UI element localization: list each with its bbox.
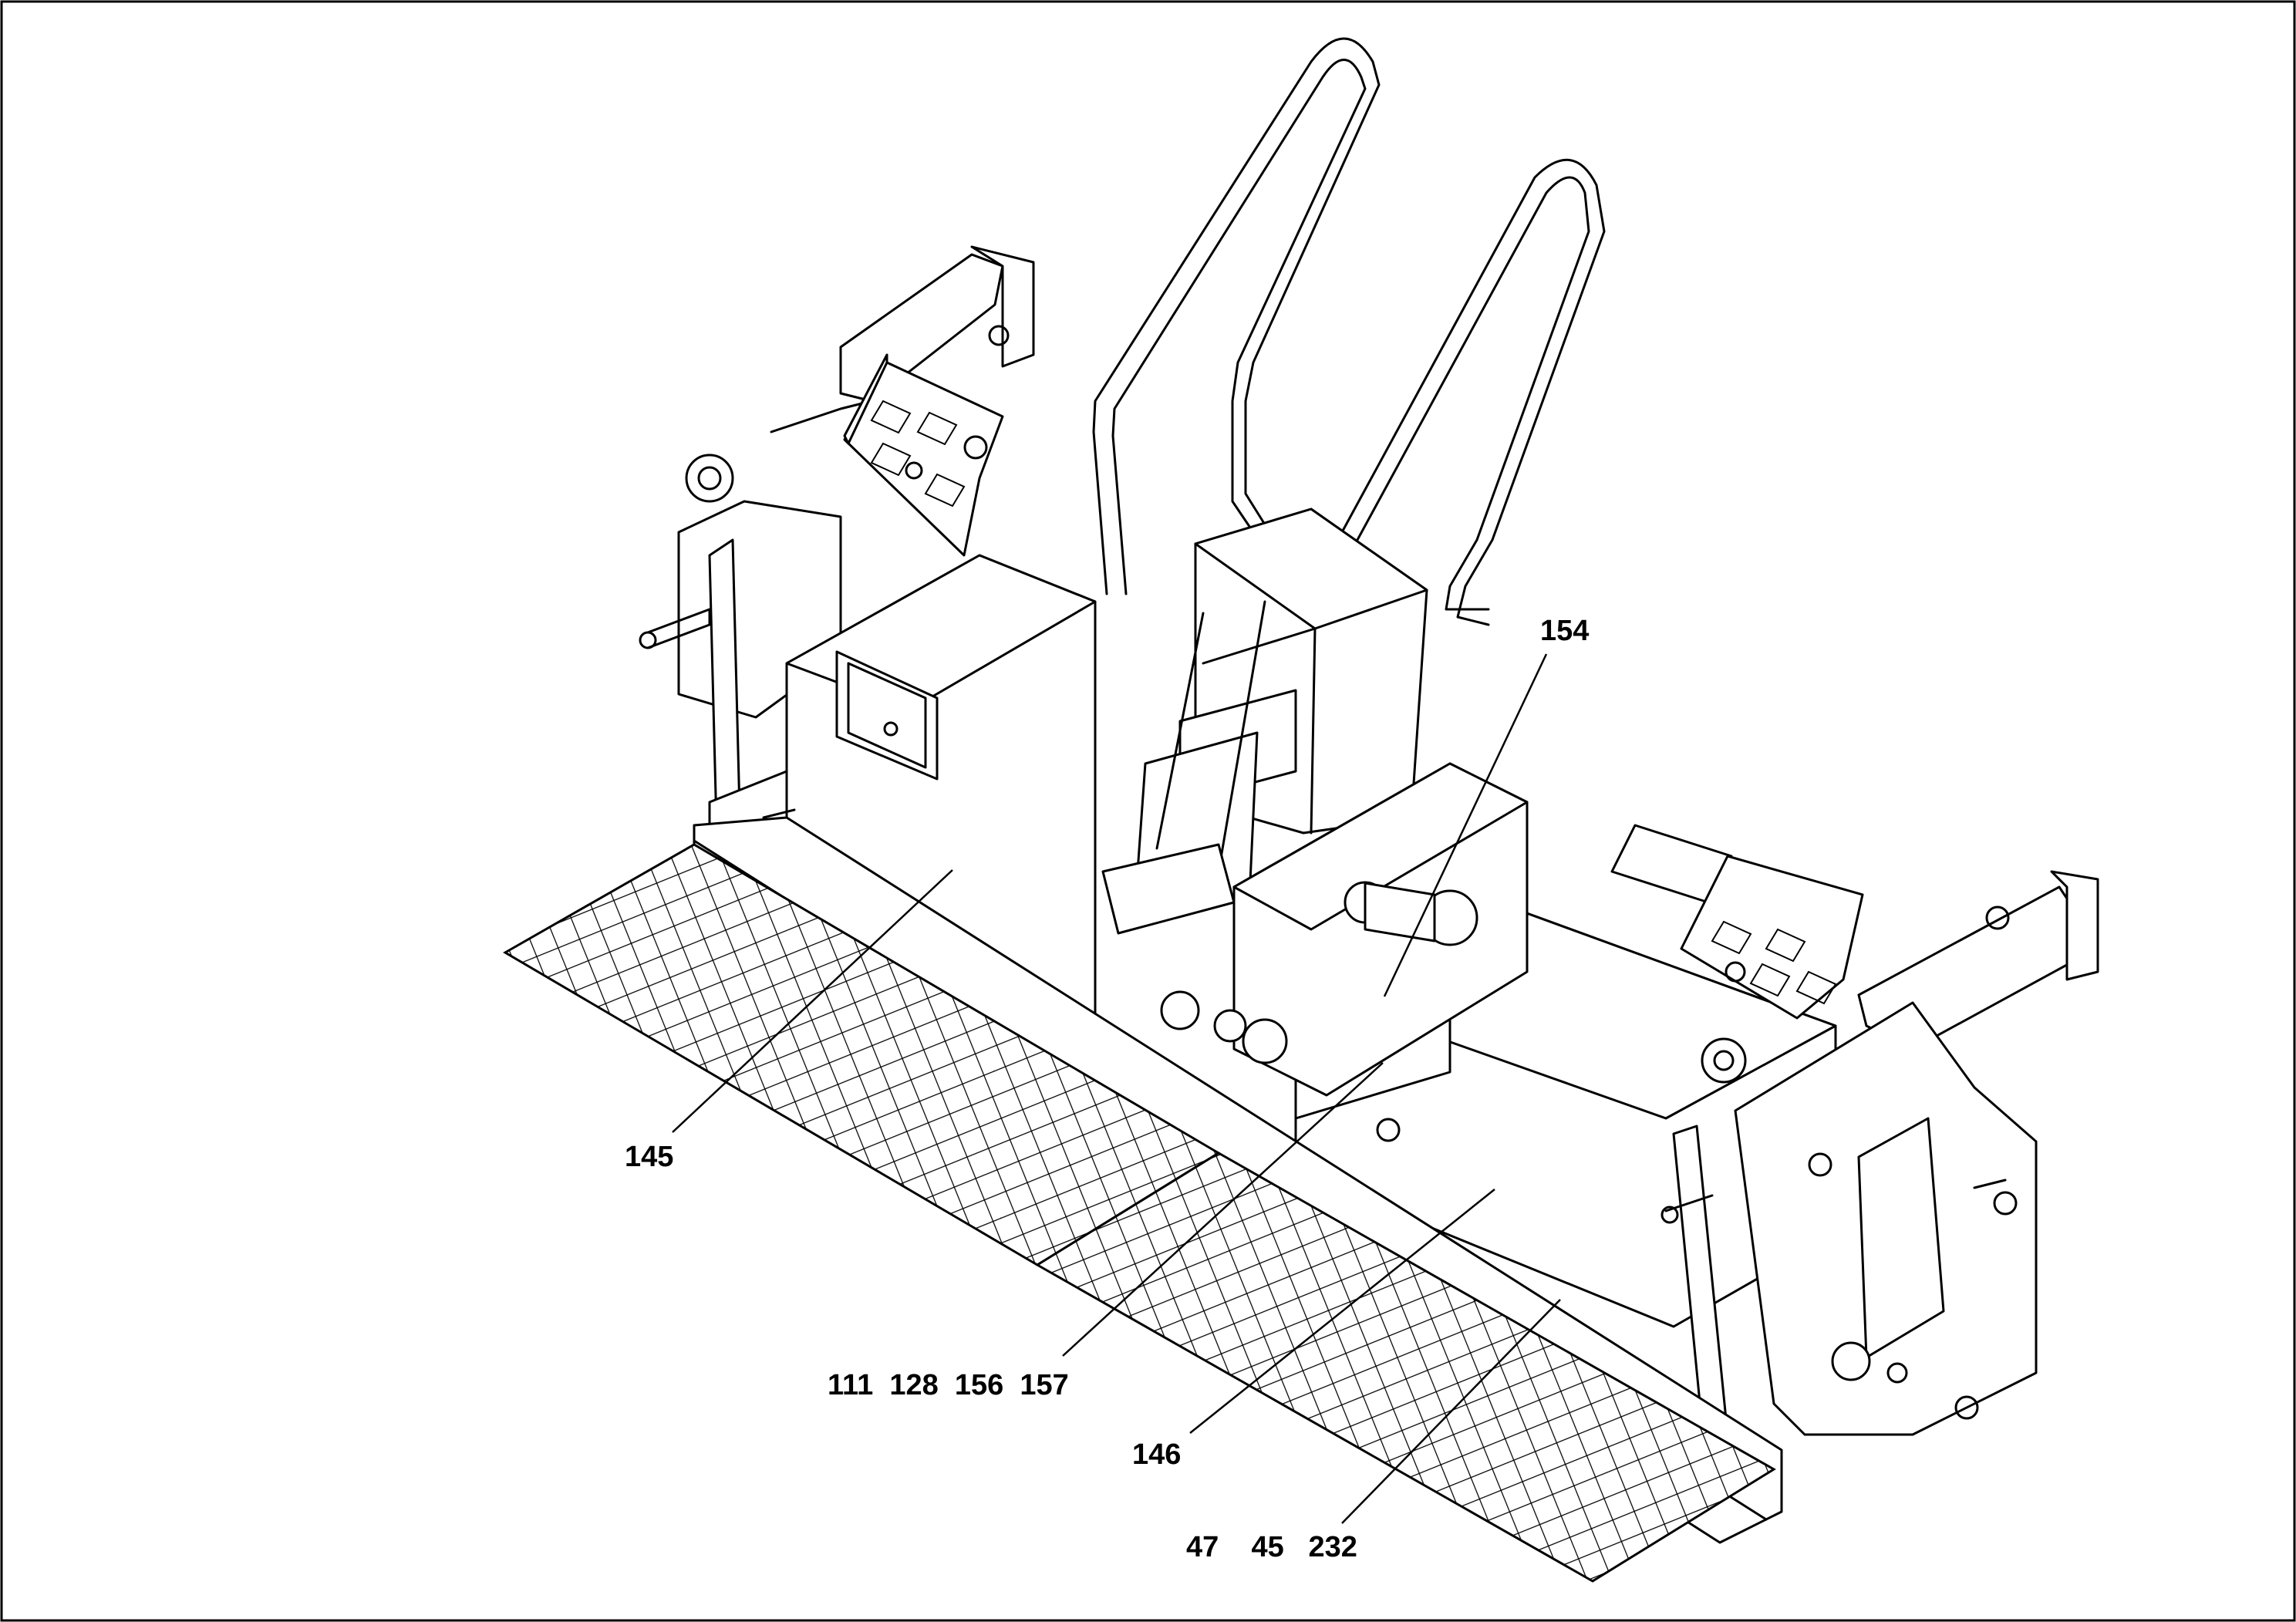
handrail-left [1092,37,1381,595]
walkway-grate-right [1035,1152,1776,1583]
left-control-panel [843,353,1004,557]
right-side-frame [1734,1001,2038,1436]
callout-146: 146 [1132,1438,1181,1471]
center-gearbox [1160,762,1529,1097]
handrail-right [1310,158,1606,819]
callout-47-45-232: 47 45 232 [1186,1531,1357,1563]
callout-145: 145 [625,1141,673,1173]
callout-111-128-156-157: 111 128 156 157 [828,1369,1069,1401]
leader-lines [672,653,1561,1524]
right-control-panel [1610,824,1864,1020]
center-step-assembly [1101,508,1428,935]
callout-154: 154 [1540,615,1589,647]
